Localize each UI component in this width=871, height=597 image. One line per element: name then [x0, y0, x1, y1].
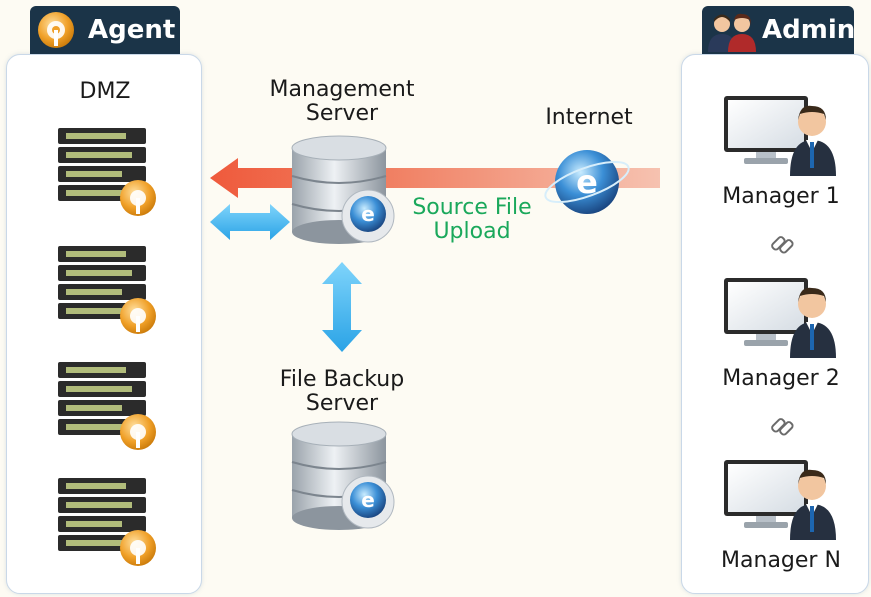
manager-workstation-icon[interactable]	[720, 274, 840, 358]
rack-server-icon[interactable]	[56, 476, 161, 568]
admin-tab: Admin	[702, 6, 856, 54]
management-server-icon[interactable]: e	[288, 134, 398, 252]
manager-label: Manager 2	[722, 366, 840, 391]
manager-label: Manager 1	[722, 184, 840, 209]
source-file-upload-label: Source File Upload	[412, 195, 532, 244]
rack-server-icon[interactable]	[56, 360, 161, 452]
users-icon	[708, 13, 756, 52]
agent-icon	[38, 12, 74, 48]
agent-tab-label: Agent	[88, 15, 176, 45]
rack-server-icon[interactable]	[56, 244, 161, 336]
dmz-label: DMZ	[79, 79, 131, 104]
svg-text:e: e	[576, 163, 598, 201]
admin-tab-label: Admin	[762, 15, 856, 45]
manager-workstation-icon[interactable]	[720, 92, 840, 176]
manager-workstation-icon[interactable]	[720, 456, 840, 540]
agent-tab: Agent	[30, 6, 180, 54]
sync-arrow-vertical	[322, 262, 362, 352]
internet-globe-icon[interactable]: e	[542, 142, 632, 222]
rack-server-icon[interactable]	[56, 126, 161, 218]
file-backup-server-label: File Backup Server	[279, 367, 405, 416]
sync-arrow-horizontal	[210, 204, 290, 240]
internet-label: Internet	[545, 105, 633, 130]
link-icon	[771, 236, 794, 254]
manager-label: Manager N	[721, 548, 841, 573]
link-icon	[771, 418, 794, 436]
svg-text:e: e	[361, 202, 375, 226]
management-server-label: Management Server	[269, 77, 415, 126]
file-backup-server-icon[interactable]: e	[288, 420, 398, 538]
svg-text:e: e	[361, 488, 375, 512]
